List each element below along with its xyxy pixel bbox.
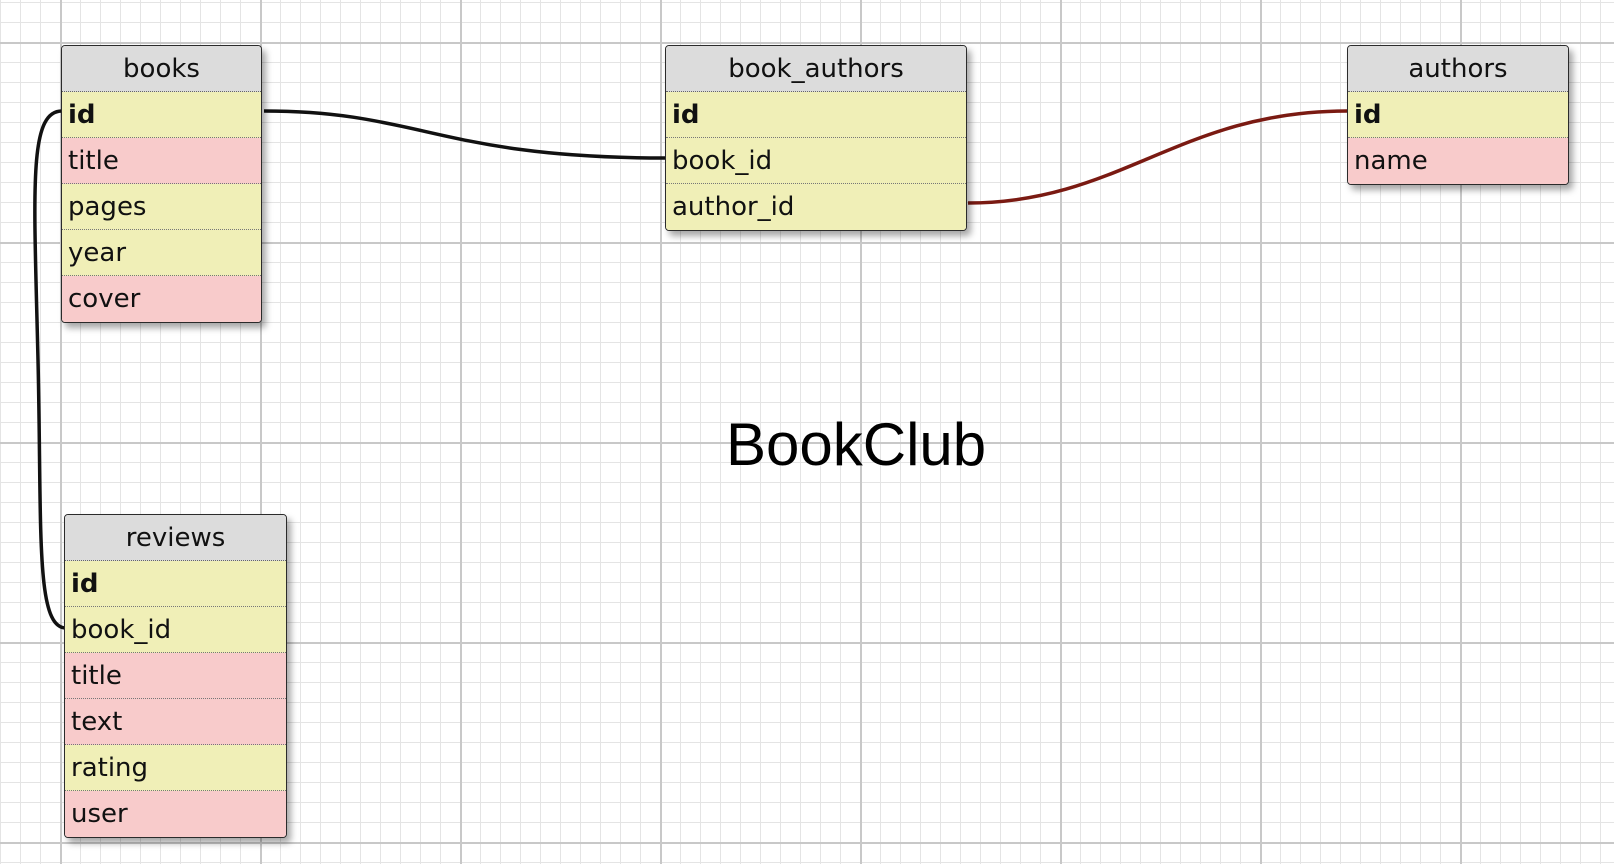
table-reviews-header[interactable]: reviews	[65, 515, 286, 561]
relation-book-authors-authors[interactable]	[967, 109, 1348, 205]
field-reviews-text[interactable]: text	[65, 699, 286, 745]
field-books-year[interactable]: year	[62, 230, 261, 276]
table-authors-header[interactable]: authors	[1348, 46, 1568, 92]
field-reviews-id[interactable]: id	[65, 561, 286, 607]
field-reviews-rating[interactable]: rating	[65, 745, 286, 791]
field-book-authors-book-id[interactable]: book_id	[666, 138, 966, 184]
field-books-title[interactable]: title	[62, 138, 261, 184]
field-books-pages[interactable]: pages	[62, 184, 261, 230]
field-authors-id[interactable]: id	[1348, 92, 1568, 138]
diagram-title: BookClub	[726, 411, 987, 478]
table-reviews[interactable]: reviews id book_id title text rating use…	[64, 514, 287, 838]
table-book-authors-header[interactable]: book_authors	[666, 46, 966, 92]
relation-books-reviews[interactable]	[33, 109, 67, 630]
table-book-authors[interactable]: book_authors id book_id author_id	[665, 45, 967, 231]
table-authors[interactable]: authors id name	[1347, 45, 1569, 185]
field-books-cover[interactable]: cover	[62, 276, 261, 322]
field-book-authors-id[interactable]: id	[666, 92, 966, 138]
field-reviews-book-id[interactable]: book_id	[65, 607, 286, 653]
field-book-authors-author-id[interactable]: author_id	[666, 184, 966, 230]
relation-books-book-authors[interactable]	[263, 109, 666, 160]
table-books-header[interactable]: books	[62, 46, 261, 92]
field-authors-name[interactable]: name	[1348, 138, 1568, 184]
field-reviews-title[interactable]: title	[65, 653, 286, 699]
field-books-id[interactable]: id	[62, 92, 261, 138]
table-books[interactable]: books id title pages year cover	[61, 45, 262, 323]
field-reviews-user[interactable]: user	[65, 791, 286, 837]
